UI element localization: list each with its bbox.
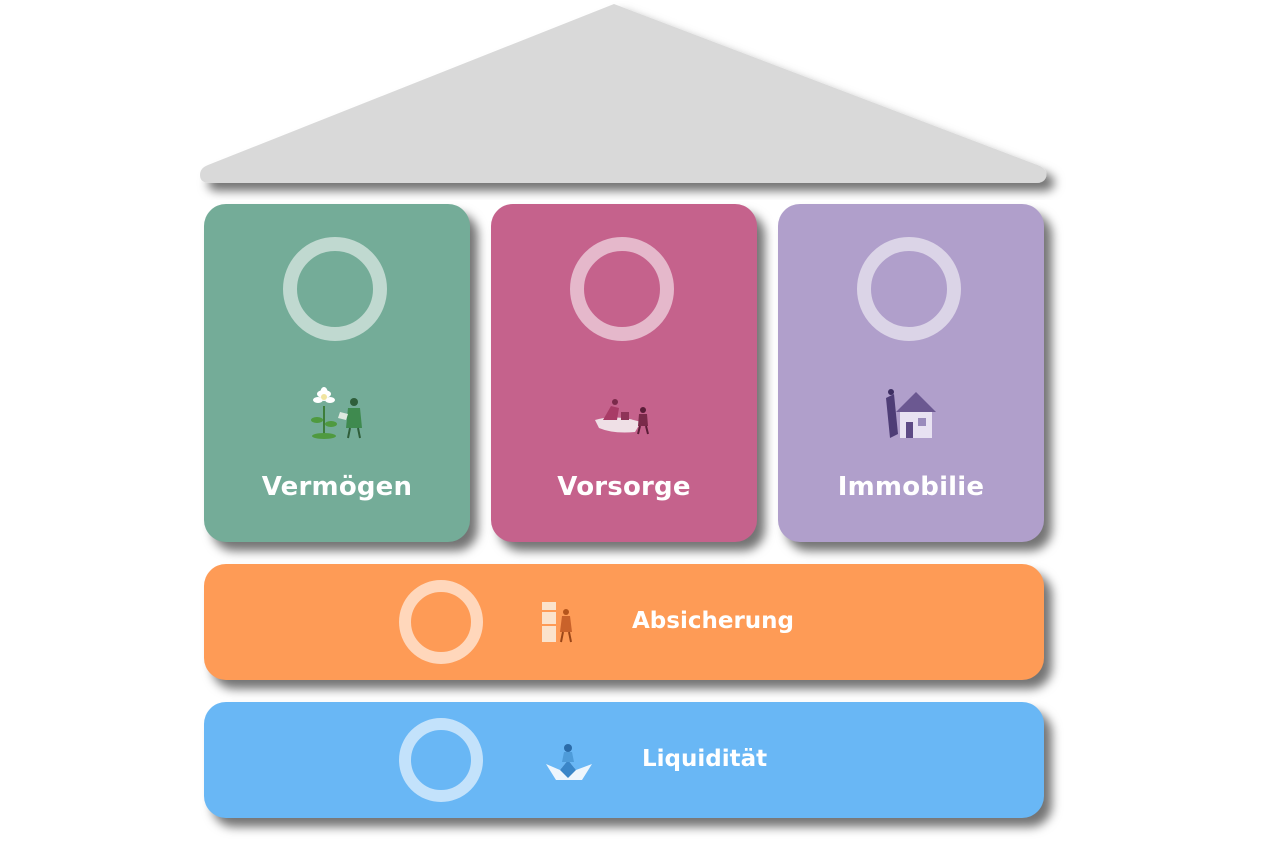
band-label: Liquidität (642, 746, 768, 772)
house-icon (886, 389, 936, 438)
progress-ring-icon (570, 237, 674, 341)
progress-ring-icon (857, 237, 961, 341)
band-label: Absicherung (632, 608, 794, 634)
pillar-immobilie[interactable]: Immobilie (778, 204, 1044, 542)
pillar-vorsorge[interactable]: Vorsorge (491, 204, 757, 542)
progress-ring-icon (399, 580, 483, 664)
paper-boat-icon (546, 744, 592, 780)
plant-watering-icon (311, 387, 362, 439)
pillar-label: Vermögen (261, 472, 413, 502)
band-liquiditaet[interactable]: Liquidität (204, 702, 1044, 818)
roof (200, 4, 1047, 183)
shield-person-icon (542, 602, 572, 643)
progress-ring-icon (399, 718, 483, 802)
band-absicherung[interactable]: Absicherung (204, 564, 1044, 680)
boat-people-icon (595, 399, 649, 435)
pillar-label: Vorsorge (557, 472, 691, 502)
pillar-label: Immobilie (837, 472, 985, 502)
progress-ring-icon (283, 237, 387, 341)
pillar-vermoegen[interactable]: Vermögen (204, 204, 470, 542)
